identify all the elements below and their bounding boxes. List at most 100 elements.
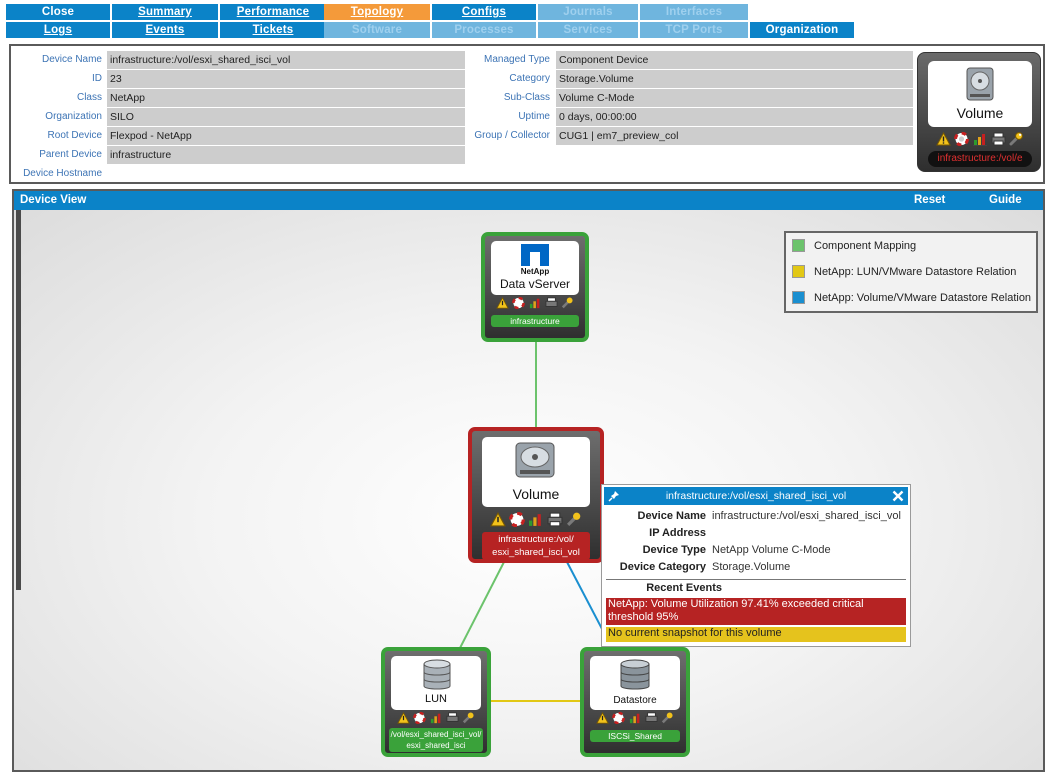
warning-icon[interactable] <box>397 712 411 724</box>
close-icon[interactable] <box>892 490 904 502</box>
node-device-name: /vol/esxi_shared_isci_vol/ esxi_shared_i… <box>389 728 483 752</box>
wrench-icon[interactable] <box>1009 132 1024 146</box>
wrench-icon[interactable] <box>566 512 582 527</box>
tab-processes: Processes <box>432 22 536 38</box>
recent-events-label: Recent Events <box>646 582 722 594</box>
canvas-scrollbar[interactable] <box>16 210 21 590</box>
tooltip-label: IP Address <box>649 527 706 539</box>
chart-icon[interactable] <box>528 512 544 527</box>
netapp-brand-label: NetApp <box>520 267 550 276</box>
guide-button[interactable]: Guide <box>989 194 1022 206</box>
lifebuoy-icon[interactable] <box>512 297 526 310</box>
printer-icon[interactable] <box>645 712 658 724</box>
node-data-vserver[interactable]: NetApp Data vServer infrastructure <box>481 232 589 342</box>
device-view-panel: Device View Reset Guide Component Mappin… <box>12 189 1045 772</box>
lifebuoy-icon[interactable] <box>413 712 427 725</box>
info-label: Sub-Class <box>503 92 550 103</box>
tab-performance[interactable]: Performance <box>220 4 326 20</box>
legend-swatch <box>792 291 805 304</box>
tab-organization[interactable]: Organization <box>750 22 854 38</box>
tooltip-divider <box>606 579 906 580</box>
tooltip-value: Storage.Volume <box>712 561 791 573</box>
link-component-mapping <box>459 561 505 649</box>
node-face: NetApp Data vServer <box>491 241 579 295</box>
printer-icon[interactable] <box>547 512 563 527</box>
group-collector-value: CUG1 | em7_preview_col <box>556 127 913 145</box>
lifebuoy-icon[interactable] <box>508 512 525 527</box>
tab-configs[interactable]: Configs <box>432 4 536 20</box>
node-title: Volume <box>512 486 560 502</box>
tab-tcp-ports: TCP Ports <box>640 22 748 38</box>
info-label: Device Name <box>41 54 102 65</box>
node-volume[interactable]: Volume infrastructure:/vol/ esxi_shared_… <box>468 427 604 563</box>
tooltip-value: infrastructure:/vol/esxi_shared_isci_vol <box>712 510 901 522</box>
topology-canvas[interactable]: Component Mapping NetApp: LUN/VMware Dat… <box>14 210 1043 770</box>
device-name-value: infrastructure:/vol/esxi_shared_isci_vol <box>107 51 465 69</box>
warning-icon[interactable] <box>936 132 952 146</box>
netapp-logo-icon <box>521 244 549 266</box>
organization-value: SILO <box>107 108 465 126</box>
device-thumbnail[interactable]: Volume infrastructure:/vol/e <box>917 52 1041 172</box>
tooltip-label: Device Type <box>642 544 706 556</box>
wrench-icon[interactable] <box>462 712 475 724</box>
tooltip-value: NetApp Volume C-Mode <box>712 544 831 556</box>
device-id-value: 23 <box>107 70 465 88</box>
sub-class-value: Volume C-Mode <box>556 89 913 107</box>
node-tools <box>584 712 686 725</box>
database-icon <box>620 659 650 690</box>
tooltip-row: IP Address <box>602 525 910 541</box>
chart-icon[interactable] <box>629 712 642 724</box>
tab-interfaces: Interfaces <box>640 4 748 20</box>
warning-icon[interactable] <box>490 512 506 527</box>
node-title: LUN <box>424 693 447 705</box>
tab-tickets[interactable]: Tickets <box>220 22 326 38</box>
event-critical[interactable]: NetApp: Volume Utilization 97.41% exceed… <box>606 598 906 625</box>
thumbnail-title: Volume <box>956 105 1004 121</box>
chart-icon[interactable] <box>529 297 542 309</box>
info-label: Parent Device <box>39 149 102 160</box>
node-datastore[interactable]: Datastore ISCSi_Shared <box>580 647 690 757</box>
reset-button[interactable]: Reset <box>914 194 946 206</box>
managed-type-value: Component Device <box>556 51 913 69</box>
warning-icon[interactable] <box>496 297 510 309</box>
node-face: LUN <box>391 656 481 710</box>
parent-device-value: infrastructure <box>107 146 465 164</box>
wrench-icon[interactable] <box>661 712 674 724</box>
category-value: Storage.Volume <box>556 70 913 88</box>
printer-icon[interactable] <box>446 712 459 724</box>
tab-logs[interactable]: Logs <box>6 22 110 38</box>
tooltip-row: Device Name infrastructure:/vol/esxi_sha… <box>602 508 910 524</box>
event-minor[interactable]: No current snapshot for this volume <box>606 627 906 642</box>
node-tools <box>485 297 585 310</box>
thumbnail-face: Volume <box>928 61 1032 127</box>
warning-icon[interactable] <box>596 712 610 724</box>
legend-label: NetApp: LUN/VMware Datastore Relation <box>814 266 1017 278</box>
tab-events[interactable]: Events <box>112 22 218 38</box>
tab-topology[interactable]: Topology <box>324 4 430 20</box>
chart-icon[interactable] <box>972 132 988 146</box>
node-lun[interactable]: LUN /vol/esxi_shared_isci_vol/ esxi_shar… <box>381 647 491 757</box>
tooltip-row: Device Category Storage.Volume <box>602 559 910 575</box>
chart-icon[interactable] <box>430 712 443 724</box>
printer-icon[interactable] <box>545 297 558 309</box>
printer-icon[interactable] <box>991 132 1006 146</box>
node-title: Datastore <box>613 695 657 706</box>
info-label: Managed Type <box>484 54 550 65</box>
node-device-name: infrastructure:/vol/ esxi_shared_isci_vo… <box>482 532 590 560</box>
node-tools <box>385 712 487 725</box>
root-device-value: Flexpod - NetApp <box>107 127 465 145</box>
pin-icon[interactable] <box>608 490 620 502</box>
node-name-line: /vol/esxi_shared_isci_vol/ <box>390 730 482 739</box>
device-view-title: Device View <box>20 194 87 206</box>
info-label: Organization <box>45 111 102 122</box>
lifebuoy-icon[interactable] <box>612 712 626 725</box>
node-device-name: ISCSi_Shared <box>590 730 680 742</box>
hdd-icon <box>515 442 555 478</box>
legend-swatch <box>792 239 805 252</box>
legend-label: NetApp: Volume/VMware Datastore Relation <box>814 292 1032 304</box>
tab-summary[interactable]: Summary <box>112 4 218 20</box>
legend-swatch <box>792 265 805 278</box>
tab-close[interactable]: Close <box>6 4 110 20</box>
lifebuoy-icon[interactable] <box>954 132 970 146</box>
wrench-icon[interactable] <box>561 297 574 309</box>
